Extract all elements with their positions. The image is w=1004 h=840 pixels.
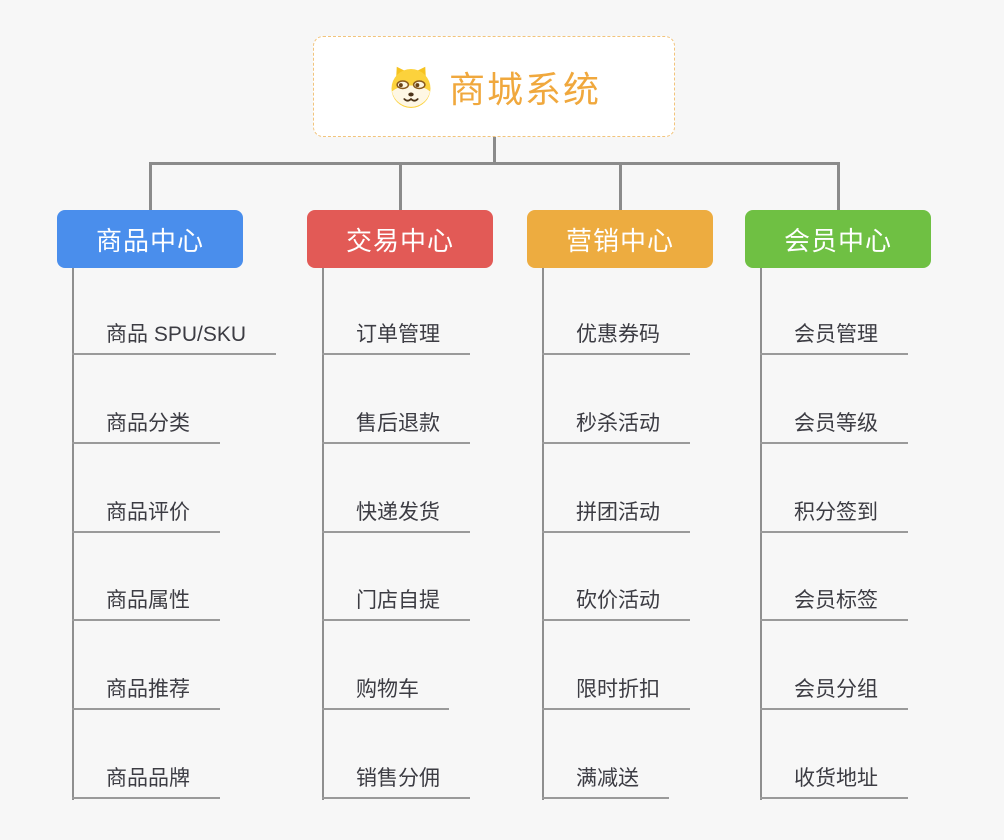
- branch-node-3[interactable]: 会员中心: [745, 210, 931, 268]
- child-node-3-0[interactable]: 会员管理: [760, 322, 908, 355]
- child-node-1-5[interactable]: 销售分佣: [322, 766, 470, 799]
- branch-trunk-line-1: [322, 268, 324, 800]
- child-node-1-4[interactable]: 购物车: [322, 677, 449, 710]
- child-node-1-2[interactable]: 快递发货: [322, 500, 470, 533]
- bus-line: [149, 162, 840, 165]
- child-node-2-4[interactable]: 限时折扣: [542, 677, 690, 710]
- branch-node-0[interactable]: 商品中心: [57, 210, 243, 268]
- child-node-3-2[interactable]: 积分签到: [760, 500, 908, 533]
- child-node-2-5[interactable]: 满减送: [542, 766, 669, 799]
- child-node-2-2[interactable]: 拼团活动: [542, 500, 690, 533]
- branch-drop-line-0: [149, 162, 152, 210]
- child-node-1-3[interactable]: 门店自提: [322, 588, 470, 621]
- child-node-0-5[interactable]: 商品品牌: [72, 766, 220, 799]
- branch-trunk-line-3: [760, 268, 762, 800]
- child-node-1-0[interactable]: 订单管理: [322, 322, 470, 355]
- branch-node-1[interactable]: 交易中心: [307, 210, 493, 268]
- child-node-0-3[interactable]: 商品属性: [72, 588, 220, 621]
- root-title: 商城系统: [448, 68, 601, 110]
- branch-drop-line-2: [619, 162, 622, 210]
- branch-drop-line-1: [399, 162, 402, 210]
- child-node-0-1[interactable]: 商品分类: [72, 411, 220, 444]
- child-node-2-0[interactable]: 优惠券码: [542, 322, 690, 355]
- shiba-dog-icon: [391, 66, 431, 108]
- child-node-3-3[interactable]: 会员标签: [760, 588, 908, 621]
- root-stem-line: [493, 137, 496, 165]
- child-node-3-5[interactable]: 收货地址: [760, 766, 908, 799]
- child-node-0-0[interactable]: 商品 SPU/SKU: [72, 322, 277, 355]
- child-node-2-3[interactable]: 砍价活动: [542, 588, 690, 621]
- branch-trunk-line-2: [542, 268, 544, 800]
- child-node-2-1[interactable]: 秒杀活动: [542, 411, 690, 444]
- child-node-1-1[interactable]: 售后退款: [322, 411, 470, 444]
- branch-trunk-line-0: [72, 268, 74, 800]
- child-node-0-2[interactable]: 商品评价: [72, 500, 220, 533]
- child-node-3-4[interactable]: 会员分组: [760, 677, 908, 710]
- branch-node-2[interactable]: 营销中心: [527, 210, 713, 268]
- root-node-mall-system[interactable]: 商城系统: [313, 36, 675, 137]
- branch-drop-line-3: [837, 162, 840, 210]
- child-node-0-4[interactable]: 商品推荐: [72, 677, 220, 710]
- child-node-3-1[interactable]: 会员等级: [760, 411, 908, 444]
